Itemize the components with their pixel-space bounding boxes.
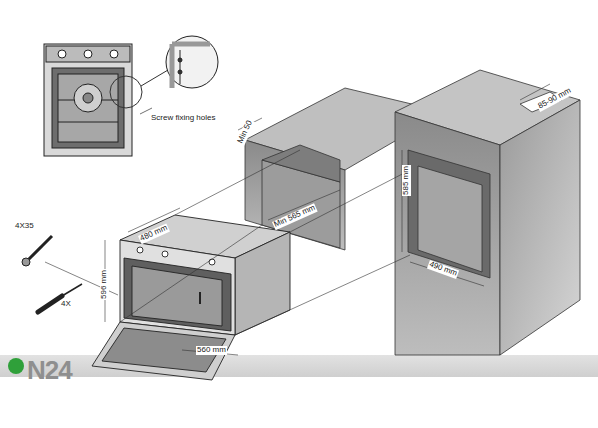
logo-dot [8, 358, 24, 374]
dimension-label: 4X35 [14, 222, 35, 231]
dimension-label: 585 mm [402, 165, 411, 196]
dimension-label: 596 mm [100, 269, 109, 300]
oven-front-view [44, 44, 168, 156]
screwdriver [38, 284, 82, 312]
dimension-lines [105, 84, 550, 355]
dimension-label: 560 mm [196, 346, 227, 355]
tall-cabinet [395, 70, 580, 355]
fixing-screw [22, 236, 52, 266]
dimension-label: Screw fixing holes [150, 114, 216, 123]
watermark-band [0, 355, 598, 377]
dimension-label: 4X [60, 300, 72, 309]
built-in-oven [92, 215, 290, 380]
screw-hole-detail [166, 36, 218, 88]
watermark: N24 [26, 356, 73, 385]
